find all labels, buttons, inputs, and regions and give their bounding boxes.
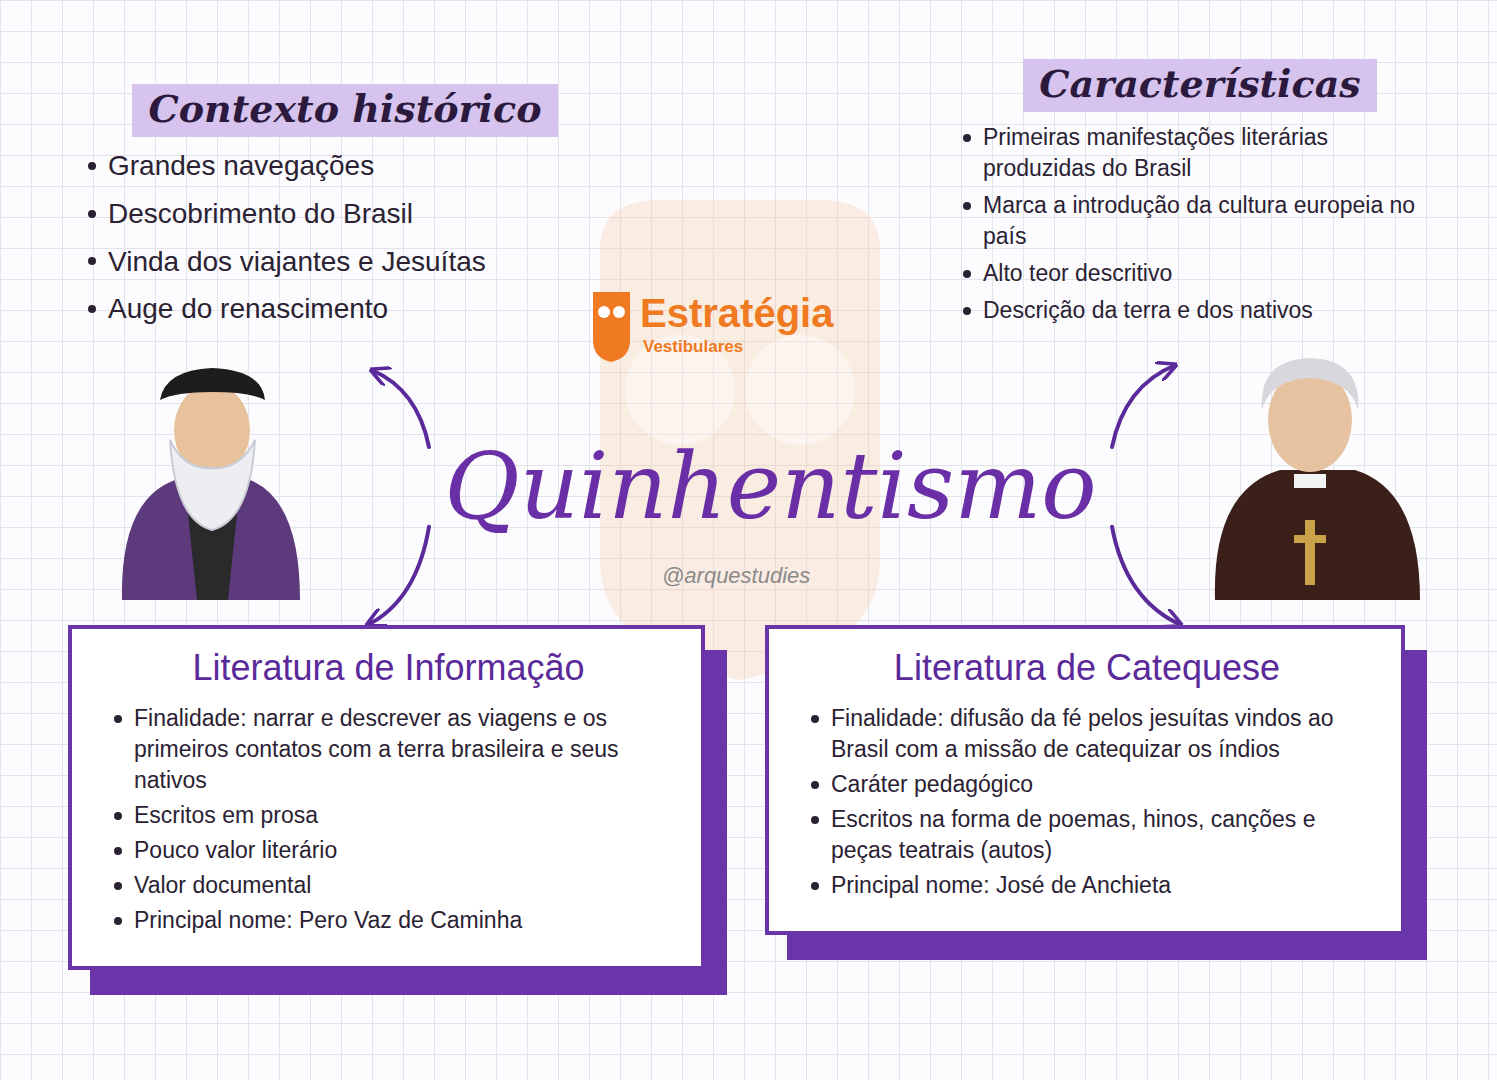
bullet-dot xyxy=(963,270,971,278)
section-heading: Características xyxy=(1023,59,1376,112)
central-title: Quinhentismo xyxy=(429,430,1112,544)
bullet-item: Valor documental xyxy=(112,870,665,901)
bullet-item: Alto teor descritivo xyxy=(961,258,1439,289)
bullet-item: Escritos na forma de poemas, hinos, canç… xyxy=(809,804,1365,866)
bullet-item: Principal nome: Pero Vaz de Caminha xyxy=(112,905,665,936)
bullet-dot xyxy=(963,307,971,315)
portrait-navigator xyxy=(122,368,300,600)
bullet-text: Finalidade: narrar e descrever as viagen… xyxy=(134,705,618,793)
bullet-item: Descrição da terra e dos nativos xyxy=(961,295,1439,326)
bullet-item: Primeiras manifestações literárias produ… xyxy=(961,122,1439,184)
bullet-dot xyxy=(114,847,122,855)
bullet-text: Finalidade: difusão da fé pelos jesuítas… xyxy=(831,705,1334,762)
bullet-item: Principal nome: José de Anchieta xyxy=(809,870,1365,901)
bullet-dot xyxy=(811,882,819,890)
bullet-dot xyxy=(811,715,819,723)
features-section: CaracterísticasPrimeiras manifestações l… xyxy=(955,55,1445,365)
bullet-dot xyxy=(114,812,122,820)
bullet-dot xyxy=(88,305,96,313)
connector-arrow xyxy=(1112,527,1181,625)
author-credit: @arquestudies xyxy=(662,563,810,589)
bullet-dot xyxy=(114,917,122,925)
bullet-text: Primeiras manifestações literárias produ… xyxy=(983,124,1328,181)
box-title: Literatura de Informação xyxy=(112,647,665,689)
cross xyxy=(1294,520,1326,585)
owl-eye xyxy=(745,335,855,445)
context-section: Contexto históricoGrandes navegaçõesDesc… xyxy=(80,80,610,370)
watermark-subtitle: Vestibulares xyxy=(643,337,743,357)
bullet-item: Finalidade: narrar e descrever as viagen… xyxy=(112,703,665,796)
bullet-text: Grandes navegações xyxy=(108,150,374,181)
bullet-dot xyxy=(88,210,96,218)
bullet-item: Escritos em prosa xyxy=(112,800,665,831)
bullet-text: Caráter pedagógico xyxy=(831,771,1033,797)
collar xyxy=(1294,474,1326,488)
bullet-item: Grandes navegações xyxy=(86,147,604,185)
logo-owl xyxy=(593,292,630,362)
connector-arrow xyxy=(372,370,430,447)
bullet-text: Vinda dos viajantes e Jesuítas xyxy=(108,246,486,277)
hair xyxy=(1262,358,1359,410)
info-box: Literatura de InformaçãoFinalidade: narr… xyxy=(68,625,705,970)
watermark-brand: Estratégia xyxy=(640,291,833,336)
bullet-dot xyxy=(114,882,122,890)
bullet-text: Escritos na forma de poemas, hinos, canç… xyxy=(831,806,1316,863)
beard xyxy=(170,440,255,530)
title-text: Quinhentismo xyxy=(444,434,1097,540)
bullet-text: Valor documental xyxy=(134,872,311,898)
bullet-text: Principal nome: José de Anchieta xyxy=(831,872,1171,898)
bullet-item: Descobrimento do Brasil xyxy=(86,195,604,233)
bullet-dot xyxy=(88,162,96,170)
box-title: Literatura de Catequese xyxy=(809,647,1365,689)
bullet-text: Auge do renascimento xyxy=(108,293,388,324)
owl-icon xyxy=(593,292,630,362)
connector-arrow xyxy=(367,527,429,625)
bullet-text: Principal nome: Pero Vaz de Caminha xyxy=(134,907,522,933)
heading-row: Contexto histórico xyxy=(86,84,604,147)
portrait-priest xyxy=(1215,358,1420,600)
bullet-text: Marca a introdução da cultura europeia n… xyxy=(983,192,1415,249)
bullet-item: Finalidade: difusão da fé pelos jesuítas… xyxy=(809,703,1365,765)
hat xyxy=(160,368,265,400)
robe xyxy=(1215,470,1420,600)
bullet-dot xyxy=(963,134,971,142)
bullet-text: Descobrimento do Brasil xyxy=(108,198,413,229)
bullet-dot xyxy=(811,816,819,824)
section-heading: Contexto histórico xyxy=(132,84,557,137)
bullet-dot xyxy=(88,257,96,265)
owl-eye xyxy=(613,306,625,318)
catechesis-box: Literatura de CatequeseFinalidade: difus… xyxy=(765,625,1405,935)
bullet-text: Alto teor descritivo xyxy=(983,260,1172,286)
bullet-item: Vinda dos viajantes e Jesuítas xyxy=(86,243,604,281)
heading-row: Características xyxy=(961,59,1439,122)
bullet-item: Marca a introdução da cultura europeia n… xyxy=(961,190,1439,252)
bullet-dot xyxy=(963,202,971,210)
bullet-text: Escritos em prosa xyxy=(134,802,318,828)
connector-arrow xyxy=(1112,365,1176,447)
bullet-text: Descrição da terra e dos nativos xyxy=(983,297,1313,323)
bullet-dot xyxy=(811,781,819,789)
bullet-item: Pouco valor literário xyxy=(112,835,665,866)
bullet-item: Caráter pedagógico xyxy=(809,769,1365,800)
bullet-item: Auge do renascimento xyxy=(86,290,604,328)
bullet-dot xyxy=(114,715,122,723)
bullet-text: Pouco valor literário xyxy=(134,837,337,863)
owl-eye xyxy=(598,306,610,318)
